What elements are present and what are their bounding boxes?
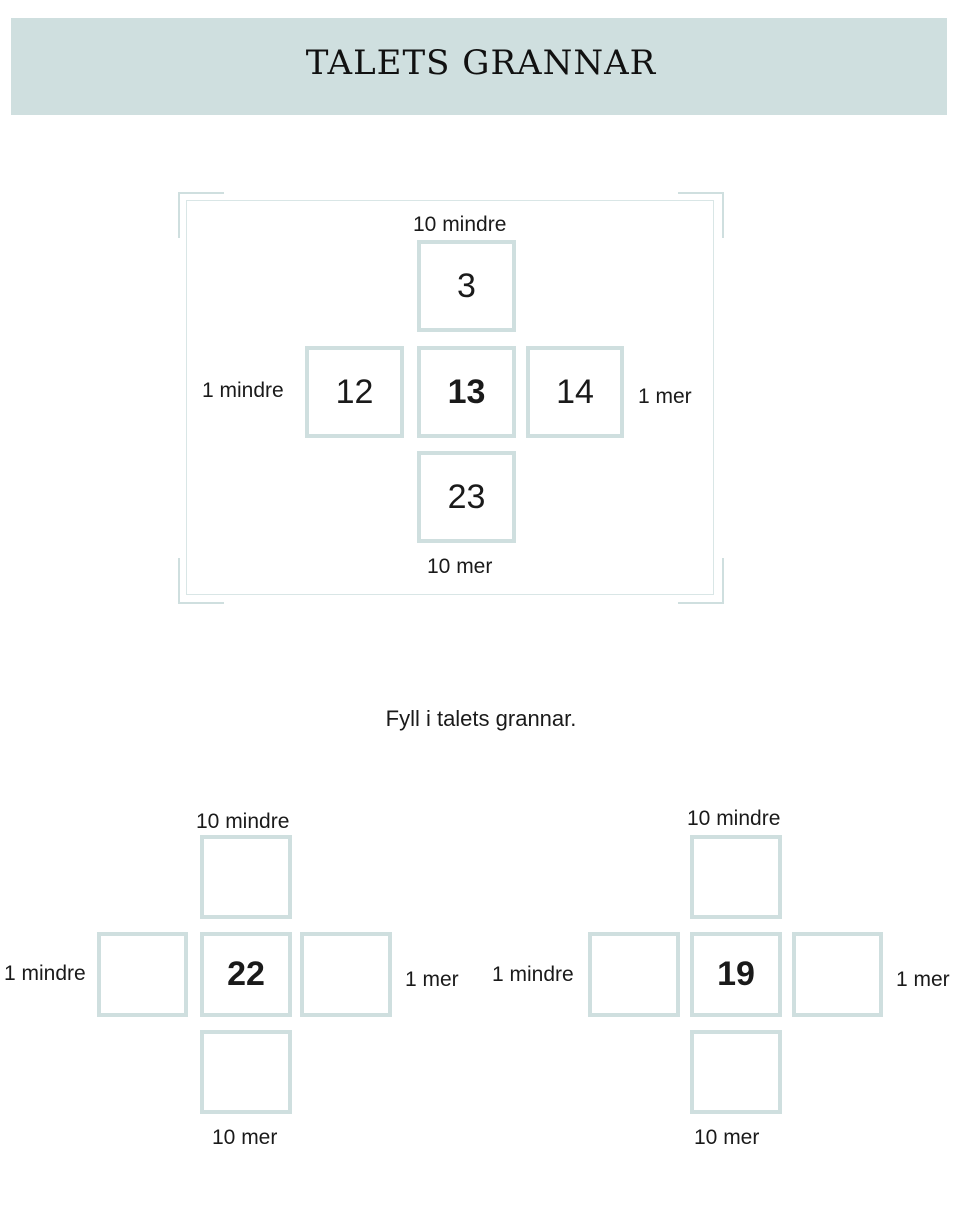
exercise-2-top-label: 10 mindre	[687, 807, 781, 830]
exercise-1-one-less-answer[interactable]	[97, 932, 188, 1017]
exercise-1-center-number: 22	[200, 932, 292, 1017]
example-ten-less-box: 3	[417, 240, 516, 332]
frame-corner-bottom-left	[178, 558, 224, 604]
frame-corner-top-left	[178, 192, 224, 238]
exercise-1-left-label: 1 mindre	[4, 962, 86, 985]
exercise-1-ten-less-answer[interactable]	[200, 835, 292, 919]
title-banner	[11, 18, 947, 115]
example-center-number: 13	[417, 346, 516, 438]
example-frame	[186, 200, 714, 595]
exercise-2-left-label: 1 mindre	[492, 963, 574, 986]
exercise-2-ten-more-answer[interactable]	[690, 1030, 782, 1114]
exercise-2-one-less-answer[interactable]	[588, 932, 680, 1017]
exercise-2-bottom-label: 10 mer	[694, 1126, 760, 1149]
frame-corner-top-right	[678, 192, 724, 238]
exercise-2-ten-less-answer[interactable]	[690, 835, 782, 919]
exercise-2-right-label: 1 mer	[896, 968, 950, 991]
example-left-label: 1 mindre	[202, 379, 284, 402]
example-one-less-box: 12	[305, 346, 404, 438]
exercise-1-ten-more-answer[interactable]	[200, 1030, 292, 1114]
example-bottom-label: 10 mer	[427, 555, 493, 578]
exercise-1-one-more-answer[interactable]	[300, 932, 392, 1017]
example-right-label: 1 mer	[638, 385, 692, 408]
instruction-text: Fyll i talets grannar.	[385, 706, 577, 731]
example-top-label: 10 mindre	[413, 213, 507, 236]
exercise-1-top-label: 10 mindre	[196, 810, 290, 833]
exercise-1-right-label: 1 mer	[405, 968, 459, 991]
page-title: TALETS GRANNAR	[305, 43, 657, 83]
frame-corner-bottom-right	[678, 558, 724, 604]
exercise-1-bottom-label: 10 mer	[212, 1126, 278, 1149]
exercise-2-center-number: 19	[690, 932, 782, 1017]
example-ten-more-box: 23	[417, 451, 516, 543]
exercise-2-one-more-answer[interactable]	[792, 932, 883, 1017]
example-one-more-box: 14	[526, 346, 624, 438]
